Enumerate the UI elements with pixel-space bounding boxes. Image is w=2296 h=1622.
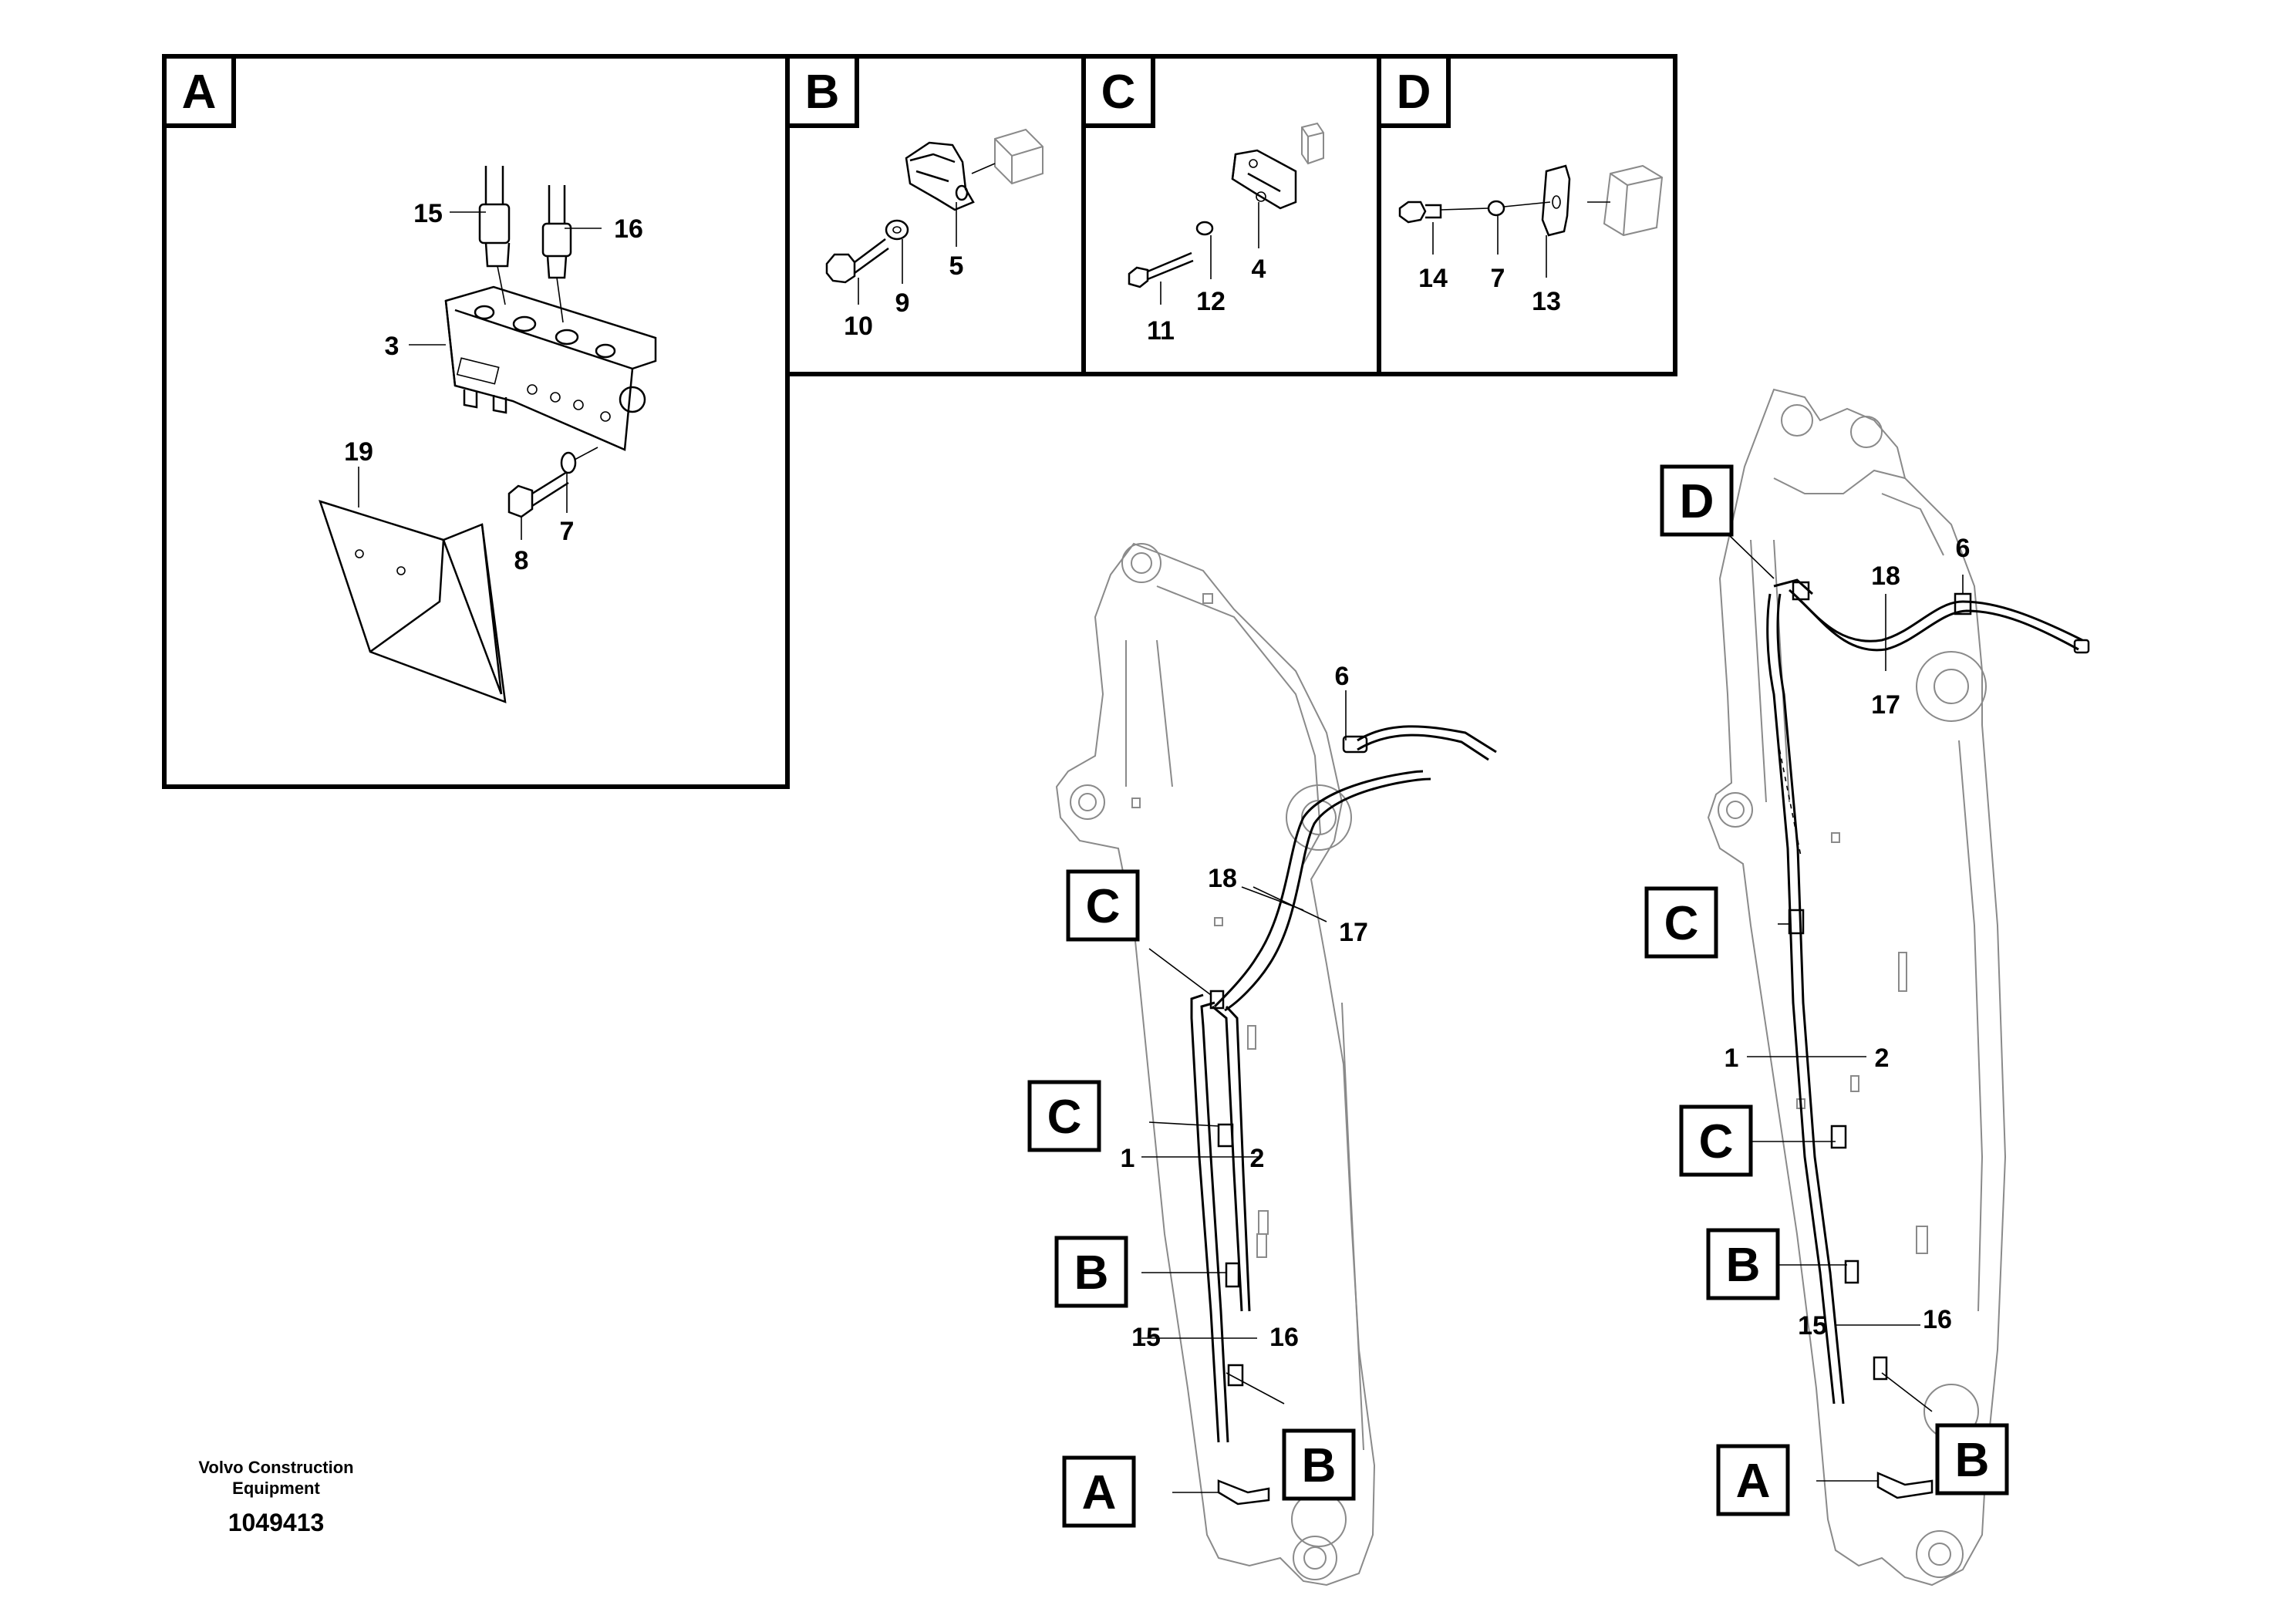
boom-right-label-2: 2 [1875, 1044, 1890, 1073]
boom-left-tag-b-mid-letter: B [1074, 1246, 1109, 1300]
boom-right-tag-b-low-letter: B [1955, 1434, 1990, 1487]
boom-left-label-16: 16 [1269, 1323, 1299, 1352]
boom-right-tag-c-top-letter: C [1664, 897, 1699, 950]
panel-c-letter: C [1101, 66, 1136, 119]
boom-right-tag-c-top [1644, 886, 1718, 959]
boom-left-tag-c-mid [1027, 1080, 1101, 1152]
valve-block [444, 285, 657, 451]
boom-left-tag-b-mid [1054, 1236, 1128, 1308]
boom-right-tag-b-low [1935, 1423, 2009, 1496]
detail-panel-b: B 10 9 5 [785, 54, 1086, 376]
boom-left-outline [1055, 542, 1376, 1587]
callout-9: 9 [895, 288, 910, 318]
guard-plate [319, 500, 507, 703]
boom-left-tag-b-low [1282, 1428, 1356, 1501]
boom-left-label-17: 17 [1339, 918, 1368, 947]
panel-b-letter: B [805, 66, 840, 119]
boom-right-tag-d [1660, 464, 1734, 537]
boom-left-label-18: 18 [1208, 864, 1237, 893]
footer: Volvo Construction Equipment 1049413 [198, 1458, 353, 1536]
detail-panel-c: C 11 12 4 [1081, 54, 1381, 376]
boom-left-label-2: 2 [1250, 1144, 1265, 1173]
boom-left-tag-a-letter: A [1082, 1466, 1117, 1519]
boom-left-tag-c-top-letter: C [1086, 880, 1121, 933]
panel-d-letter: D [1397, 66, 1431, 119]
boom-left-view: 6 18 17 1 2 15 16 C C B A B [1027, 542, 1497, 1587]
panel-d-letter-box [1377, 54, 1451, 128]
hose-fittings [478, 166, 572, 323]
boom-right-label-18: 18 [1871, 561, 1900, 591]
boom-right-hoses [1766, 578, 2090, 1499]
boom-left-label-6: 6 [1335, 662, 1350, 691]
bolt-and-washer [507, 447, 598, 518]
callout-16: 16 [614, 214, 643, 244]
detail-panel-a: A [162, 54, 790, 789]
company-line-1: Volvo Construction [198, 1458, 353, 1477]
boom-right-tag-c-mid-letter: C [1699, 1115, 1734, 1168]
boom-right-tag-a [1716, 1444, 1790, 1516]
callout-19: 19 [344, 437, 373, 467]
panel-a-letter-box [162, 54, 236, 128]
boom-right-outline [1707, 388, 2007, 1587]
panel-c-letter-box [1081, 54, 1155, 128]
boom-left-tag-a [1062, 1455, 1136, 1528]
callout-7-d: 7 [1491, 264, 1505, 293]
boom-left-tag-c-mid-letter: C [1047, 1091, 1082, 1144]
callout-7: 7 [560, 517, 575, 546]
callout-3: 3 [385, 332, 400, 361]
boom-right-tag-b-mid-letter: B [1726, 1239, 1761, 1292]
boom-right-label-15: 15 [1798, 1311, 1827, 1340]
callout-4: 4 [1252, 255, 1266, 284]
boom-left-hoses [1190, 725, 1497, 1506]
panel-a-letter: A [182, 66, 217, 119]
boom-right-label-1: 1 [1725, 1044, 1739, 1073]
boom-right-tag-c-mid [1679, 1104, 1753, 1177]
callout-12: 12 [1196, 287, 1226, 316]
boom-left-tag-c-top [1066, 869, 1140, 942]
callout-5: 5 [949, 251, 964, 281]
drawing-id: 1049413 [228, 1509, 325, 1536]
boom-right-tag-a-letter: A [1736, 1455, 1771, 1508]
callout-15: 15 [413, 199, 443, 228]
boom-right-view: 18 6 17 1 2 15 16 D C C B A B [1644, 388, 2090, 1587]
boom-right-tag-d-letter: D [1680, 475, 1714, 528]
detail-panel-d: D 14 7 13 [1377, 54, 1677, 376]
boom-right-label-17: 17 [1871, 690, 1900, 720]
callout-8: 8 [514, 546, 529, 575]
boom-right-label-6: 6 [1956, 534, 1971, 563]
boom-left-tag-b-low-letter: B [1302, 1439, 1337, 1492]
boom-right-label-16: 16 [1923, 1305, 1952, 1334]
boom-left-label-1: 1 [1121, 1144, 1135, 1173]
panel-b-letter-box [785, 54, 859, 128]
callout-14: 14 [1418, 264, 1448, 293]
boom-right-tag-b-mid [1706, 1228, 1780, 1300]
callout-10: 10 [844, 312, 873, 341]
boom-left-label-15: 15 [1131, 1323, 1161, 1352]
callout-11: 11 [1147, 316, 1175, 346]
company-line-2: Equipment [232, 1479, 320, 1498]
callout-13: 13 [1532, 287, 1561, 316]
